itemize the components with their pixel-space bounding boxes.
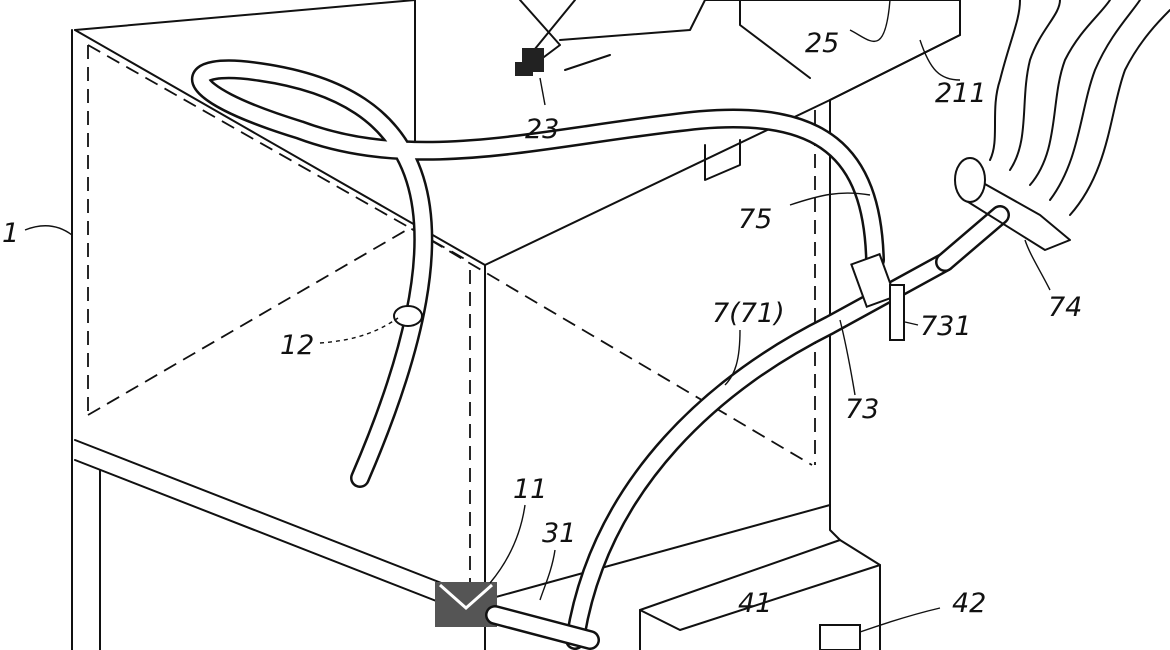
label-12: 12 [280, 330, 314, 361]
label-11: 11 [513, 474, 547, 505]
manifold-74 [954, 0, 1170, 251]
label-73: 73 [845, 394, 879, 425]
label-731: 731 [920, 311, 972, 342]
label-31: 31 [542, 518, 576, 549]
pipe-7 [565, 205, 1010, 650]
unit-41 [639, 504, 881, 650]
pump-11 [435, 582, 600, 650]
hose-75 [191, 59, 885, 488]
top-frame [519, 0, 961, 101]
label-1: 1 [2, 218, 19, 249]
label-41: 41 [738, 588, 772, 619]
tank-box [71, 0, 831, 650]
label-211: 211 [935, 78, 987, 109]
leader-lines [24, 0, 1051, 633]
label-23: 23 [525, 114, 559, 145]
nozzle-23 [515, 48, 546, 106]
drain-12 [393, 305, 423, 327]
label-25: 25 [805, 28, 839, 59]
label-42: 42 [952, 588, 986, 619]
reference-labels: 1 12 23 25 211 75 74 731 7(71) 73 11 31 … [2, 28, 1082, 619]
label-7-71: 7(71) [712, 298, 785, 329]
label-75: 75 [738, 204, 772, 235]
label-74: 74 [1048, 292, 1082, 323]
